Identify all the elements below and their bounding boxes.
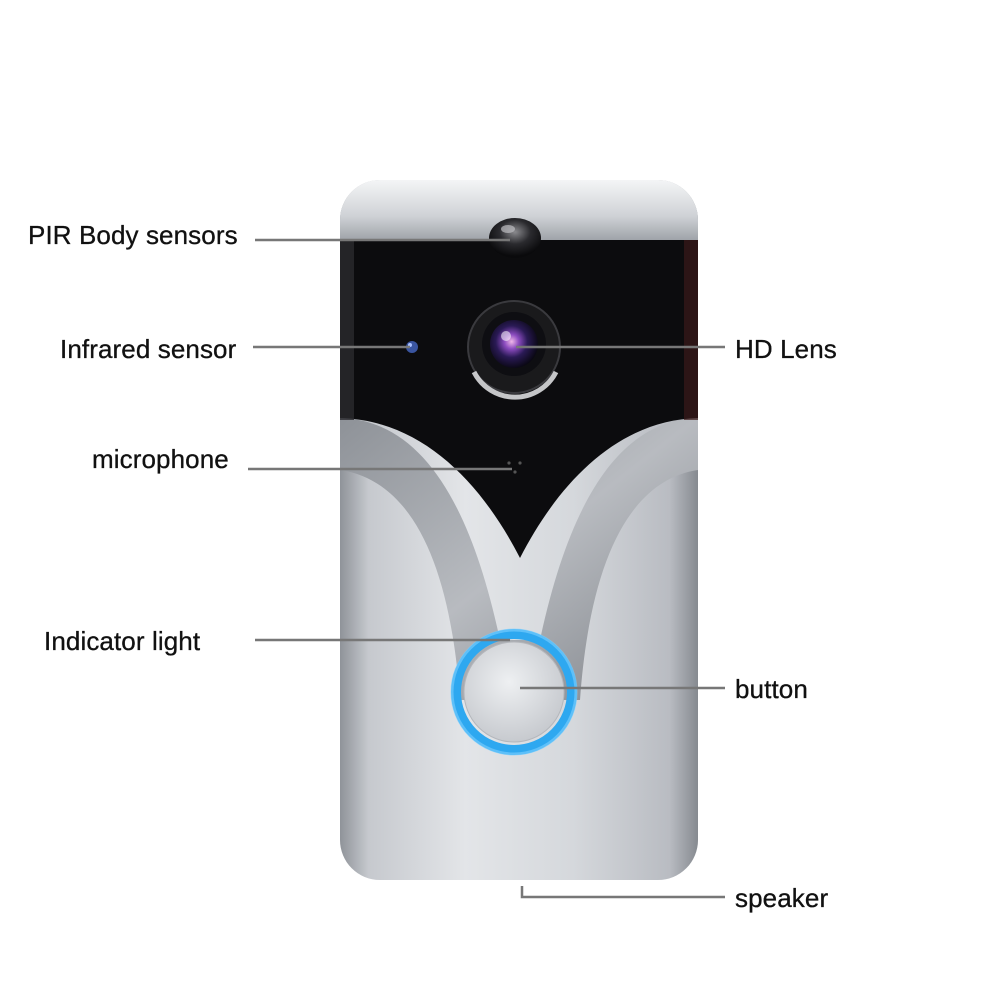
doorbell-button xyxy=(464,642,564,742)
label-hd-lens: HD Lens xyxy=(735,336,837,362)
pir-sensor xyxy=(489,218,541,258)
label-microphone: microphone xyxy=(92,446,229,472)
hd-lens xyxy=(490,320,538,368)
label-button: button xyxy=(735,676,808,702)
label-speaker: speaker xyxy=(735,885,828,911)
label-indicator-light: Indicator light xyxy=(44,628,200,654)
label-infrared-sensor: Infrared sensor xyxy=(60,336,236,362)
label-pir-body-sensors: PIR Body sensors xyxy=(28,222,238,248)
